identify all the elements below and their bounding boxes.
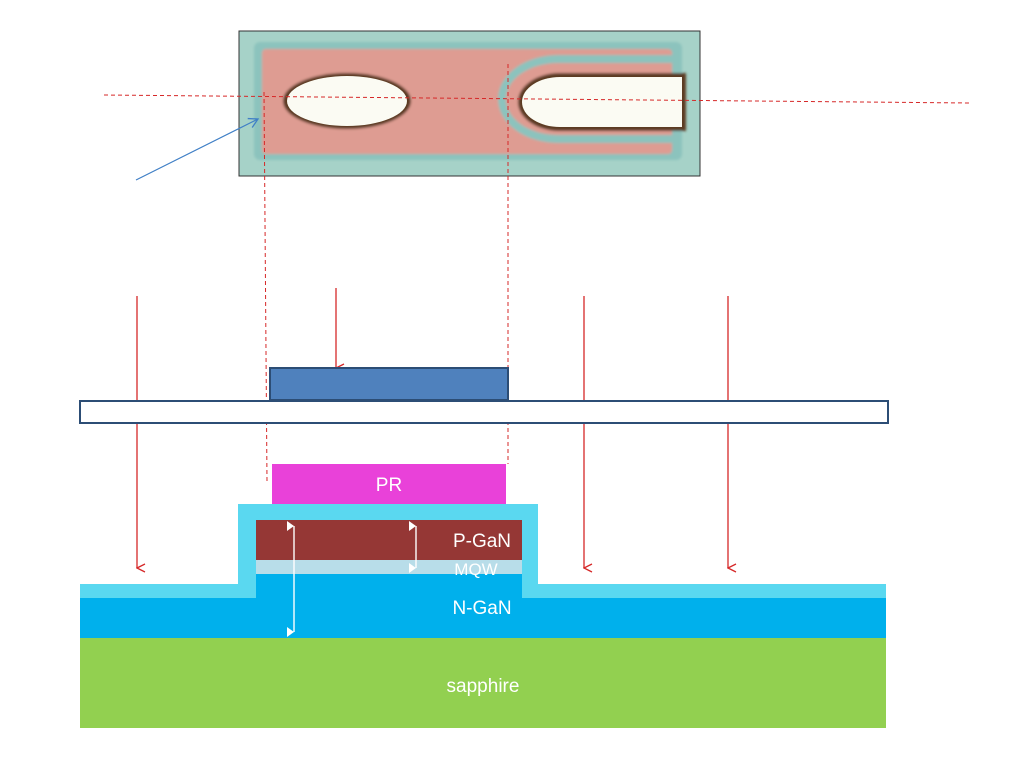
passivation-layer bbox=[80, 504, 886, 598]
n-gan-layer bbox=[80, 596, 886, 638]
pointer-arrow bbox=[135, 117, 260, 181]
exposure-arrows bbox=[137, 288, 728, 568]
mqw-label: MQW bbox=[454, 560, 497, 579]
photoresist-layer bbox=[272, 464, 506, 504]
sapphire-layer bbox=[80, 638, 886, 728]
pr-label: PR bbox=[376, 475, 402, 496]
p-gan-label: P-GaN bbox=[453, 531, 511, 552]
microscope-image bbox=[238, 30, 701, 177]
sapphire-label: sapphire bbox=[447, 676, 520, 697]
mask-glass-plate bbox=[79, 400, 889, 424]
horizontal-section-line bbox=[103, 94, 971, 104]
p-gan-layer bbox=[256, 520, 522, 560]
mask-chrome-pattern bbox=[269, 367, 509, 401]
thickness-indicators bbox=[287, 521, 417, 637]
mqw-layer bbox=[256, 560, 522, 574]
n-gan-label: N-GaN bbox=[452, 598, 511, 619]
device-stack bbox=[80, 464, 886, 728]
